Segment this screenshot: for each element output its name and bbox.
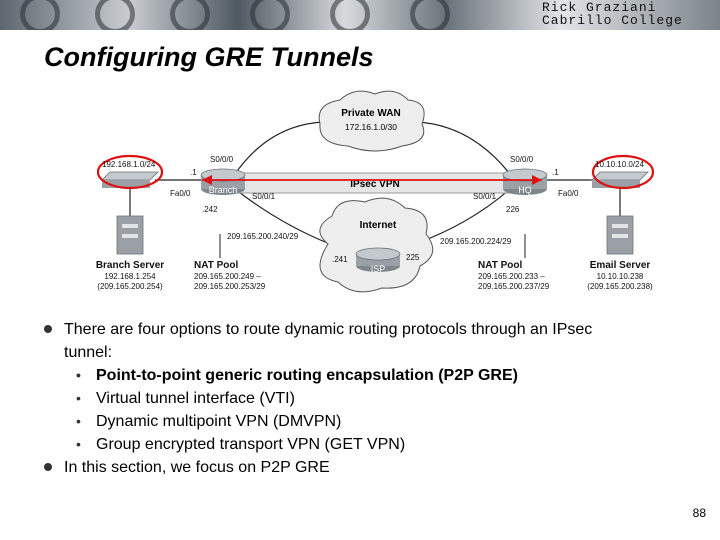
email-server-icon bbox=[606, 215, 634, 255]
gear-graphic bbox=[170, 0, 210, 30]
link-hq-privatewan bbox=[414, 121, 511, 175]
branch-s000-label: S0/0/0 bbox=[210, 155, 234, 164]
sub-bullet-text: Group encrypted transport VPN (GET VPN) bbox=[96, 436, 406, 453]
sub-bullet-dot-icon: • bbox=[76, 436, 81, 452]
network-diagram: Private WAN 172.16.1.0/30 IPsec VPN Inte… bbox=[96, 90, 655, 293]
branch-server-ip: 192.168.1.254 bbox=[104, 272, 156, 281]
private-wan-label: Private WAN bbox=[341, 108, 400, 119]
gear-graphic bbox=[20, 0, 60, 30]
bullet-intro-line2: tunnel: bbox=[64, 344, 113, 361]
author-name: Rick Graziani bbox=[542, 0, 657, 15]
page-number: 88 bbox=[692, 506, 706, 520]
sub-bullet-dot-icon: • bbox=[76, 413, 81, 429]
hq-nat-start: 209.165.200.233 – bbox=[478, 272, 545, 281]
hq-lan-host: .1 bbox=[552, 168, 559, 177]
branch-fa00-label: Fa0/0 bbox=[170, 189, 191, 198]
isp-right-host: 225 bbox=[406, 253, 420, 262]
private-wan-cloud: Private WAN 172.16.1.0/30 bbox=[318, 90, 425, 152]
isp-left-host: .241 bbox=[332, 255, 348, 264]
hq-router-icon: HQ bbox=[502, 168, 548, 195]
branch-lan-highlight bbox=[96, 154, 164, 190]
sub-bullet-text: Dynamic multipoint VPN (DMVPN) bbox=[96, 413, 342, 430]
hq-wan-host: 226 bbox=[506, 205, 520, 214]
private-wan-subnet: 172.16.1.0/30 bbox=[345, 122, 397, 132]
branch-router-icon: Branch bbox=[200, 168, 246, 195]
gear-graphic bbox=[330, 0, 370, 30]
hq-isp-subnet: 209.165.200.224/29 bbox=[440, 237, 512, 246]
branch-s001-label: S0/0/1 bbox=[252, 192, 276, 201]
bullet-list: There are four options to route dynamic … bbox=[40, 318, 690, 479]
hq-router-label: HQ bbox=[518, 185, 532, 195]
internet-label: Internet bbox=[360, 220, 397, 231]
hq-lan-subnet: 10.10.10.0/24 bbox=[595, 160, 644, 169]
header-banner: Rick Graziani Cabrillo College bbox=[0, 0, 720, 30]
branch-router-label: Branch bbox=[209, 185, 238, 195]
sub-bullet-p2p-gre: • Point-to-point generic routing encapsu… bbox=[40, 364, 690, 387]
hq-lan-highlight bbox=[591, 154, 655, 190]
branch-switch-icon bbox=[101, 171, 159, 188]
bullet-focus-text: In this section, we focus on P2P GRE bbox=[64, 459, 330, 476]
link-branch-privatewan bbox=[234, 121, 326, 175]
bullet-dot-icon bbox=[44, 325, 52, 333]
branch-lan-subnet: 192.168.1.0/24 bbox=[102, 160, 156, 169]
branch-server-icon bbox=[116, 215, 144, 255]
ipsec-vpn-label: IPsec VPN bbox=[350, 179, 399, 190]
email-server-ip: 10.10.10.238 bbox=[597, 272, 644, 281]
bullet-dot-icon bbox=[44, 463, 52, 471]
gear-graphic bbox=[95, 0, 135, 30]
author-college: Cabrillo College bbox=[542, 13, 683, 28]
hq-s001-label: S0/0/1 bbox=[473, 192, 497, 201]
hq-nat-end: 209.165.200.237/29 bbox=[478, 282, 550, 291]
branch-nat-label: NAT Pool bbox=[194, 260, 238, 271]
branch-isp-subnet: 209.165.200.240/29 bbox=[227, 232, 299, 241]
hq-fa00-label: Fa0/0 bbox=[558, 189, 579, 198]
gear-graphic bbox=[410, 0, 450, 30]
bullet-focus: In this section, we focus on P2P GRE bbox=[40, 456, 690, 479]
branch-lan-host: .1 bbox=[190, 168, 197, 177]
sub-bullet-text: Virtual tunnel interface (VTI) bbox=[96, 390, 295, 407]
isp-router-label: ISP bbox=[371, 264, 386, 274]
branch-server-label: Branch Server bbox=[96, 260, 164, 271]
sub-bullet-get-vpn: • Group encrypted transport VPN (GET VPN… bbox=[40, 433, 690, 456]
bullet-intro-line1: There are four options to route dynamic … bbox=[64, 321, 593, 338]
hq-nat-label: NAT Pool bbox=[478, 260, 522, 271]
sub-bullet-dot-icon: • bbox=[76, 390, 81, 406]
branch-server-public: (209.165.200.254) bbox=[97, 282, 163, 291]
sub-bullet-dmvpn: • Dynamic multipoint VPN (DMVPN) bbox=[40, 410, 690, 433]
isp-router-icon: ISP bbox=[355, 247, 401, 274]
arrowhead-right bbox=[532, 175, 542, 185]
gear-graphic bbox=[250, 0, 290, 30]
ipsec-tunnel: IPsec VPN bbox=[209, 172, 541, 194]
branch-nat-end: 209.165.200.253/29 bbox=[194, 282, 266, 291]
author-credit: Rick Graziani Cabrillo College bbox=[542, 1, 712, 27]
internet-cloud: Internet bbox=[319, 197, 434, 293]
branch-wan-host: .242 bbox=[202, 205, 218, 214]
bullet-intro: There are four options to route dynamic … bbox=[40, 318, 690, 364]
email-server-label: Email Server bbox=[590, 260, 651, 271]
link-branch-internet bbox=[234, 188, 331, 245]
arrowhead-left bbox=[202, 175, 212, 185]
hq-s000-label: S0/0/0 bbox=[510, 155, 534, 164]
sub-bullet-dot-icon: • bbox=[76, 367, 81, 383]
sub-bullet-vti: • Virtual tunnel interface (VTI) bbox=[40, 387, 690, 410]
email-server-public: (209.165.200.238) bbox=[587, 282, 653, 291]
slide-title: Configuring GRE Tunnels bbox=[44, 42, 374, 72]
branch-nat-start: 209.165.200.249 – bbox=[194, 272, 261, 281]
sub-bullet-text: Point-to-point generic routing encapsula… bbox=[96, 367, 518, 384]
